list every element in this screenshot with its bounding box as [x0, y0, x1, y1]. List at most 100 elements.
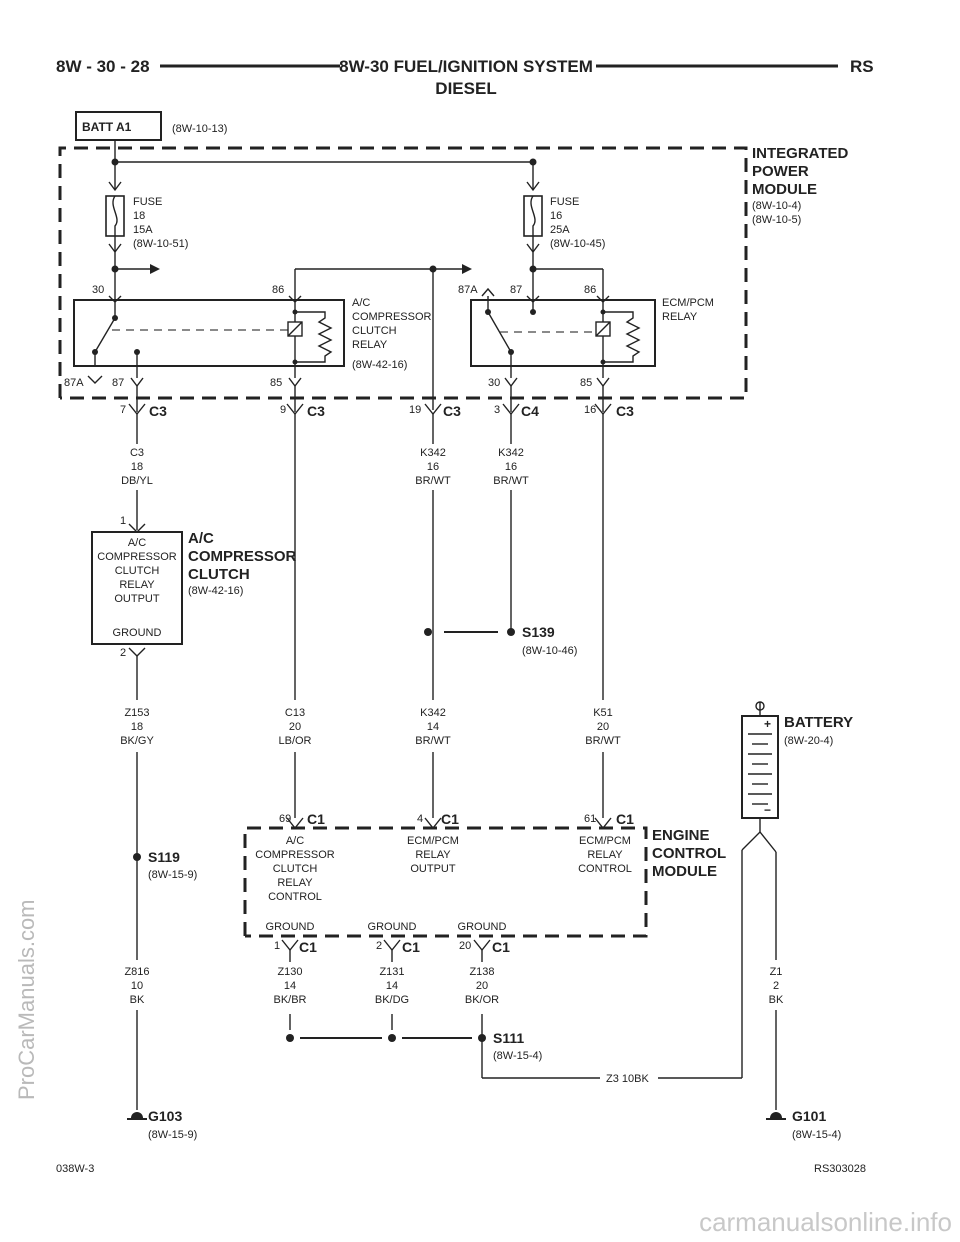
svg-text:GROUND: GROUND	[368, 921, 417, 933]
connector-c4-3: 3 C4	[494, 386, 539, 419]
svg-text:18: 18	[131, 461, 143, 473]
batt-a1-ref: (8W-10-13)	[172, 123, 227, 135]
svg-text:30: 30	[92, 284, 104, 296]
svg-text:(8W-20-4): (8W-20-4)	[784, 735, 833, 747]
svg-text:15A: 15A	[133, 224, 153, 236]
svg-text:87A: 87A	[458, 284, 478, 296]
svg-text:16: 16	[427, 461, 439, 473]
svg-text:DB/YL: DB/YL	[121, 475, 153, 487]
svg-text:C1: C1	[441, 811, 459, 827]
svg-text:16: 16	[550, 210, 562, 222]
svg-text:87: 87	[112, 377, 124, 389]
svg-text:CONTROL: CONTROL	[268, 891, 322, 903]
footer-left: 038W-3	[56, 1163, 94, 1175]
svg-text:14: 14	[386, 980, 398, 992]
svg-text:C3: C3	[130, 447, 144, 459]
wire-label-c3: C3 18 DB/YL	[121, 447, 153, 487]
connector-c3-19: 19 C3	[409, 403, 461, 419]
svg-text:19: 19	[409, 404, 421, 416]
svg-text:10: 10	[131, 980, 143, 992]
ecm-pcm-relay: 87A 87 86 ECM/PCM RELAY 30 85	[458, 284, 714, 389]
ipm-name-2: POWER	[752, 163, 809, 180]
svg-text:ENGINE: ENGINE	[652, 827, 710, 844]
connector-c3-7: 7 C3	[120, 386, 167, 419]
page-subtitle: DIESEL	[435, 79, 496, 98]
svg-text:CLUTCH: CLUTCH	[115, 565, 160, 577]
svg-text:7: 7	[120, 404, 126, 416]
svg-text:RELAY: RELAY	[352, 339, 388, 351]
svg-text:G103: G103	[148, 1108, 182, 1124]
connector-c3-16: 16 C3	[584, 386, 634, 419]
svg-text:BATTERY: BATTERY	[784, 714, 853, 731]
svg-text:GROUND: GROUND	[266, 921, 315, 933]
svg-text:COMPRESSOR: COMPRESSOR	[188, 548, 297, 565]
ground-g101: G101 (8W-15-4)	[766, 1108, 841, 1141]
ipm-outline	[58, 146, 748, 400]
svg-text:14: 14	[284, 980, 296, 992]
page-ref: 8W - 30 - 28	[56, 57, 150, 76]
svg-text:1: 1	[274, 940, 280, 952]
svg-text:C3: C3	[443, 403, 461, 419]
ac-compressor-clutch: A/C COMPRESSOR CLUTCH RELAY OUTPUT GROUN…	[91, 530, 297, 645]
svg-text:(8W-10-46): (8W-10-46)	[522, 645, 577, 657]
svg-text:−: −	[764, 803, 771, 817]
ipm-ref-2: (8W-10-5)	[752, 214, 801, 226]
svg-text:BK/OR: BK/OR	[465, 994, 499, 1006]
svg-text:GROUND: GROUND	[113, 627, 162, 639]
svg-text:BK: BK	[769, 994, 784, 1006]
svg-text:2: 2	[120, 647, 126, 659]
svg-text:RELAY: RELAY	[662, 311, 698, 323]
battery: + − BATTERY (8W-20-4)	[741, 701, 853, 960]
svg-text:S139: S139	[522, 624, 555, 640]
svg-text:K342: K342	[420, 707, 446, 719]
svg-text:CONTROL: CONTROL	[652, 845, 726, 862]
svg-text:Z138: Z138	[469, 966, 494, 978]
svg-text:C3: C3	[149, 403, 167, 419]
svg-text:(8W-42-16): (8W-42-16)	[352, 359, 407, 371]
wire-label-k342b: K342 16 BR/WT	[493, 447, 529, 487]
svg-text:(8W-15-4): (8W-15-4)	[493, 1050, 542, 1062]
svg-text:(8W-15-4): (8W-15-4)	[792, 1129, 841, 1141]
svg-text:16: 16	[584, 404, 596, 416]
wire-label-k342a: K342 16 BR/WT	[415, 447, 451, 487]
svg-text:CLUTCH: CLUTCH	[352, 325, 397, 337]
svg-text:BR/WT: BR/WT	[493, 475, 529, 487]
svg-text:A/C: A/C	[128, 537, 146, 549]
wire-label-k51: K51 20 BR/WT	[585, 707, 621, 747]
svg-text:87A: 87A	[64, 377, 84, 389]
svg-text:85: 85	[270, 377, 282, 389]
svg-text:FUSE: FUSE	[550, 196, 579, 208]
svg-text:RELAY: RELAY	[277, 877, 313, 889]
svg-text:3: 3	[494, 404, 500, 416]
svg-text:(8W-10-45): (8W-10-45)	[550, 238, 605, 250]
svg-text:RELAY: RELAY	[415, 849, 451, 861]
svg-text:K342: K342	[498, 447, 524, 459]
svg-text:COMPRESSOR: COMPRESSOR	[352, 311, 432, 323]
svg-text:Z1: Z1	[770, 966, 783, 978]
svg-text:BR/WT: BR/WT	[415, 735, 451, 747]
ground-g103: G103 (8W-15-9)	[127, 1108, 197, 1141]
svg-text:C1: C1	[402, 939, 420, 955]
svg-text:K51: K51	[593, 707, 613, 719]
svg-text:C4: C4	[521, 403, 539, 419]
svg-text:C1: C1	[616, 811, 634, 827]
wire-label-k342c: K342 14 BR/WT	[415, 707, 451, 747]
svg-text:RELAY: RELAY	[587, 849, 623, 861]
batt-a1-label: BATT A1	[82, 120, 132, 134]
svg-text:S119: S119	[148, 849, 180, 865]
wire-label-z3: Z3 10BK	[606, 1073, 649, 1085]
ipm-name-3: MODULE	[752, 181, 817, 198]
svg-text:OUTPUT: OUTPUT	[114, 593, 160, 605]
connector-c3-9: 9 C3	[280, 386, 325, 419]
splice-s111: S111 (8W-15-4)	[286, 1030, 542, 1062]
svg-text:+: +	[764, 717, 771, 731]
svg-text:COMPRESSOR: COMPRESSOR	[97, 551, 177, 563]
svg-text:ECM/PCM: ECM/PCM	[662, 297, 714, 309]
svg-text:MODULE: MODULE	[652, 863, 717, 880]
svg-text:K342: K342	[420, 447, 446, 459]
batt-a1-box	[75, 111, 162, 141]
svg-text:(8W-15-9): (8W-15-9)	[148, 1129, 197, 1141]
svg-text:C3: C3	[307, 403, 325, 419]
svg-text:20: 20	[476, 980, 488, 992]
